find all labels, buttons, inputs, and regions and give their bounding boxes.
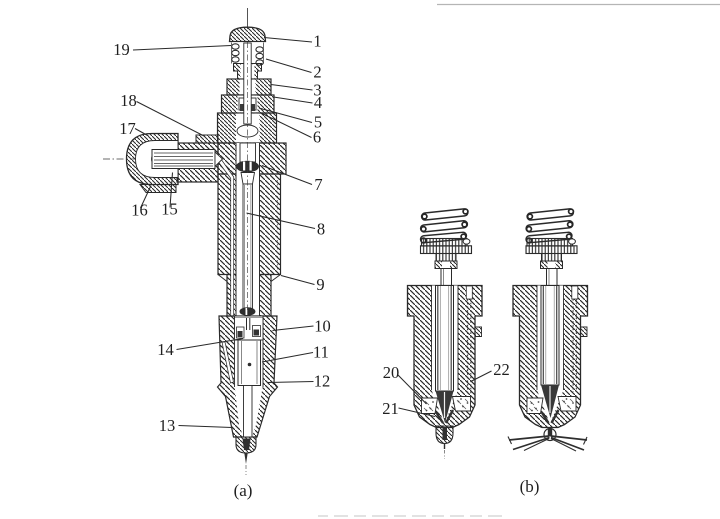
- svg-text:(b): (b): [520, 477, 540, 496]
- svg-text:12: 12: [314, 372, 331, 391]
- svg-text:14: 14: [157, 340, 174, 359]
- svg-text:22: 22: [493, 360, 510, 379]
- svg-text:10: 10: [314, 317, 331, 336]
- svg-text:1: 1: [313, 32, 321, 51]
- svg-text:(a): (a): [234, 481, 253, 500]
- svg-text:4: 4: [314, 93, 322, 112]
- svg-text:9: 9: [316, 275, 324, 294]
- svg-text:8: 8: [317, 220, 325, 239]
- svg-text:5: 5: [314, 113, 322, 132]
- svg-text:20: 20: [383, 363, 400, 382]
- svg-text:15: 15: [161, 200, 178, 219]
- svg-text:11: 11: [313, 343, 329, 362]
- svg-text:16: 16: [131, 201, 148, 220]
- svg-text:18: 18: [120, 91, 137, 110]
- svg-text:21: 21: [382, 399, 399, 418]
- svg-text:6: 6: [313, 128, 321, 147]
- svg-text:19: 19: [113, 40, 130, 59]
- svg-text:2: 2: [313, 63, 321, 82]
- svg-text:7: 7: [314, 175, 322, 194]
- svg-text:13: 13: [159, 416, 176, 435]
- svg-text:3: 3: [313, 81, 321, 100]
- svg-text:17: 17: [119, 119, 136, 138]
